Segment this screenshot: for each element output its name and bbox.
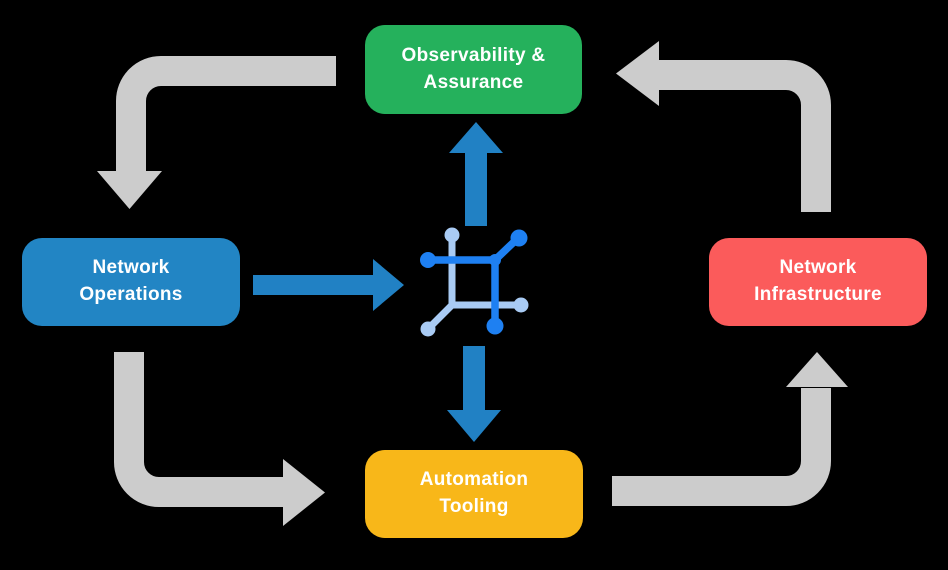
arrow-shaft <box>114 352 284 507</box>
arrow-observability-to-operations <box>97 56 336 209</box>
gray-cycle-arrows <box>97 41 848 526</box>
arrow-head-up <box>786 352 848 387</box>
icon-dark-dots <box>420 229 528 335</box>
arrow-center-to-observability <box>449 122 503 226</box>
node-label-line2: Operations <box>79 284 183 305</box>
arrow-head-left <box>616 41 659 106</box>
arrow-shaft <box>658 60 831 212</box>
node-label: Network Infrastructure <box>754 255 882 308</box>
network-automation-icon <box>420 227 529 337</box>
node-network-infrastructure: Network Infrastructure <box>709 238 927 326</box>
arrow-center-to-automation <box>447 346 501 442</box>
arrow-head-down <box>97 171 162 209</box>
node-label: Network Operations <box>79 255 182 308</box>
node-network-operations: Network Operations <box>22 238 240 326</box>
node-observability-assurance: Observability & Assurance <box>365 25 582 114</box>
node-label-line1: Automation <box>419 469 529 491</box>
node-label-line1: Observability & <box>401 44 546 66</box>
arrow-infrastructure-to-observability <box>616 41 831 212</box>
node-label-line2: Assurance <box>423 71 524 93</box>
arrow-shaft <box>116 56 336 173</box>
arrow-shaft <box>612 388 831 506</box>
icon-light-lines <box>426 232 522 331</box>
node-label-line2: Tooling <box>439 496 509 517</box>
node-label-line2: Infrastructure <box>754 284 882 305</box>
node-label-line1: Network <box>92 257 170 279</box>
arrow-automation-to-infrastructure <box>612 352 848 506</box>
arrow-head-right <box>283 459 325 526</box>
node-automation-tooling: Automation Tooling <box>365 450 583 538</box>
node-label: Observability & Assurance <box>402 43 546 96</box>
node-label-line1: Network <box>779 257 857 279</box>
arrow-operations-to-automation <box>114 352 325 526</box>
arrow-operations-to-center <box>253 259 404 311</box>
node-label: Automation Tooling <box>420 467 529 520</box>
icon-light-dots <box>420 227 529 337</box>
blue-center-arrows <box>253 122 503 442</box>
